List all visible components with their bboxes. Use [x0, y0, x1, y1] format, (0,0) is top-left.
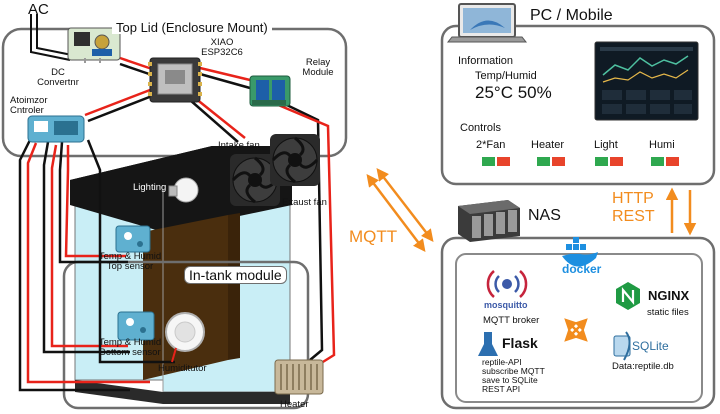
top-lid-title: Top Lid (Enclosure Mount): [112, 21, 272, 34]
nas-icon: [458, 200, 520, 242]
relay-module-icon: [249, 75, 291, 107]
humidifier-label: Humiditutor: [158, 363, 207, 374]
dc-converter-label: DC Convertnr: [37, 67, 79, 88]
control-heater-label: Heater: [531, 139, 565, 151]
sqlite-logo: SQLite: [632, 339, 669, 353]
laptop-icon: [446, 3, 528, 43]
nginx-logo: NGINX: [648, 288, 690, 303]
mqtt-arrow: [366, 168, 434, 252]
cross-arrows: [564, 318, 588, 342]
atomizer-controller-icon: [27, 115, 85, 143]
control-toggles: [482, 157, 679, 166]
relay-label: Relay Module: [302, 57, 334, 78]
pc-title: PC / Mobile: [530, 7, 613, 24]
docker-whale-icon: [562, 237, 598, 267]
dc-converter-module: [67, 27, 121, 63]
sqlite-caption: Data:reptile.db: [612, 361, 674, 372]
mosquitto-logo: mosquitto: [484, 300, 528, 310]
intake-fan-label: Intake fan: [218, 140, 260, 151]
controls-label: Controls: [460, 122, 501, 134]
mosquitto-icon: [486, 270, 528, 298]
ac-label: AC: [28, 1, 49, 18]
wood-backdrop: [143, 215, 228, 380]
atomizer-disc-icon: [165, 312, 205, 363]
docker-label: docker: [562, 262, 602, 276]
heater-label: Heater: [280, 399, 309, 410]
flask-icon: [478, 332, 498, 356]
xiao-label: XIAO ESP32C6: [201, 37, 243, 58]
bottom-sensor-label: Temp & Humid Bottom sensor: [98, 337, 162, 358]
bulb-icon: [168, 177, 199, 203]
temp-humid-label: Temp/Humid: [475, 70, 537, 82]
sqlite-icon: [613, 331, 631, 361]
control-humi-label: Humi: [649, 139, 675, 151]
top-sensor-label: Temp & Humid Top sensor: [98, 251, 162, 272]
dashboard-thumbnail: [594, 41, 699, 121]
control-fan-label: 2*Fan: [476, 139, 506, 151]
in-tank-frame: [62, 260, 310, 410]
nginx-caption: static files: [647, 307, 689, 318]
wood-side: [228, 213, 240, 360]
fan-icon: [230, 134, 320, 206]
heater-icon: [274, 359, 324, 395]
nginx-icon: [616, 282, 640, 310]
top-sensor-icon: [115, 225, 151, 253]
mosquitto-caption: MQTT broker: [483, 315, 540, 326]
flask-logo: Flask: [502, 335, 538, 351]
http-rest-arrows: [665, 187, 697, 236]
flask-caption: reptile-API subscribe MQTT save to SQLit…: [482, 357, 545, 394]
exhaust-fan-label: Exaust fan: [282, 197, 327, 208]
power-wiring: [18, 56, 336, 392]
reading-value: 25°C 50%: [475, 83, 552, 102]
http-rest-label: HTTP REST: [612, 190, 655, 225]
info-label: Information: [458, 55, 514, 67]
control-light-label: Light: [594, 139, 618, 151]
xiao-board-icon: [148, 57, 202, 103]
in-tank-title: In-tank module: [184, 266, 287, 284]
ac-wires: [30, 14, 73, 61]
pc-frame: [440, 24, 716, 186]
bottom-sensor-icon: [117, 311, 155, 341]
nas-title: NAS: [528, 207, 561, 224]
tank-base: [75, 380, 290, 404]
lighting-label: Lighting: [133, 182, 167, 193]
mqtt-label: MQTT: [349, 227, 398, 246]
atomizer-ctrl-label: Atoimzor Cntroler: [10, 95, 48, 116]
